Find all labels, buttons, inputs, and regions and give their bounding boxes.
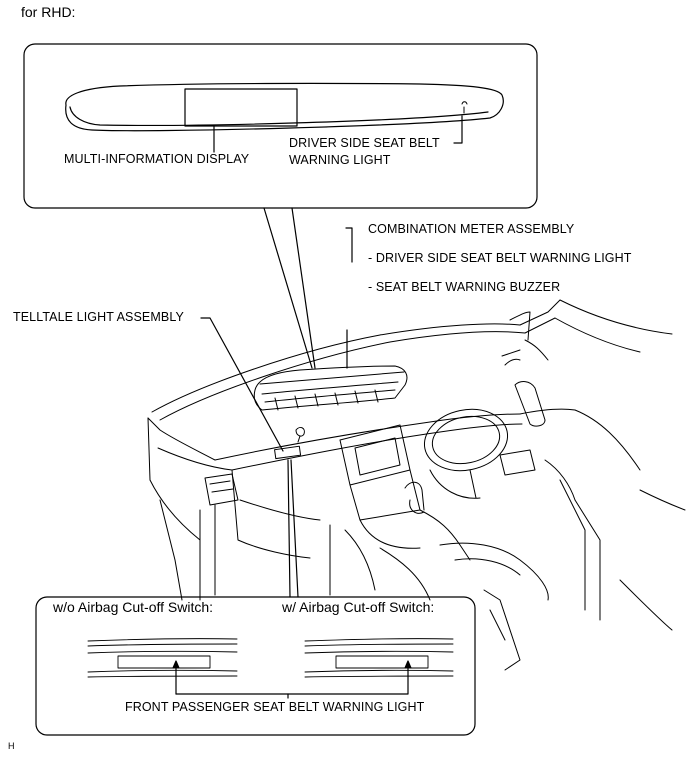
combination-meter-drawing	[253, 365, 408, 411]
label-without-airbag-switch: w/o Airbag Cut-off Switch:	[53, 599, 214, 615]
meter-hood	[65, 82, 504, 132]
front-passenger-leader	[172, 660, 412, 699]
page-caption: for RHD:	[21, 4, 76, 20]
telltale-light-drawing	[274, 426, 305, 460]
figure-code: H	[8, 741, 15, 751]
dashboard-illustration	[147, 299, 686, 671]
panel-without-airbag-switch	[87, 638, 238, 678]
label-front-passenger-light: FRONT PASSENGER SEAT BELT WARNING LIGHT	[125, 700, 425, 714]
label-telltale-light: TELLTALE LIGHT ASSEMBLY	[13, 310, 184, 324]
callout-box-top	[23, 43, 538, 209]
label-with-airbag-switch: w/ Airbag Cut-off Switch:	[282, 599, 435, 615]
label-multi-information-display: MULTI-INFORMATION DISPLAY	[64, 152, 250, 166]
callout-box-bottom	[35, 596, 476, 736]
panel-with-airbag-switch	[304, 638, 454, 678]
label-combo-item-buzzer: - SEAT BELT WARNING BUZZER	[368, 280, 561, 294]
label-combination-meter: COMBINATION METER ASSEMBLY	[368, 222, 575, 236]
label-driver-light-line2: WARNING LIGHT	[289, 153, 391, 167]
driver-warning-light-marker	[461, 101, 468, 114]
multi-information-display-rect	[184, 88, 298, 127]
label-driver-light-line1: DRIVER SIDE SEAT BELT	[289, 136, 440, 150]
label-combo-item-driver-light: - DRIVER SIDE SEAT BELT WARNING LIGHT	[368, 251, 632, 265]
